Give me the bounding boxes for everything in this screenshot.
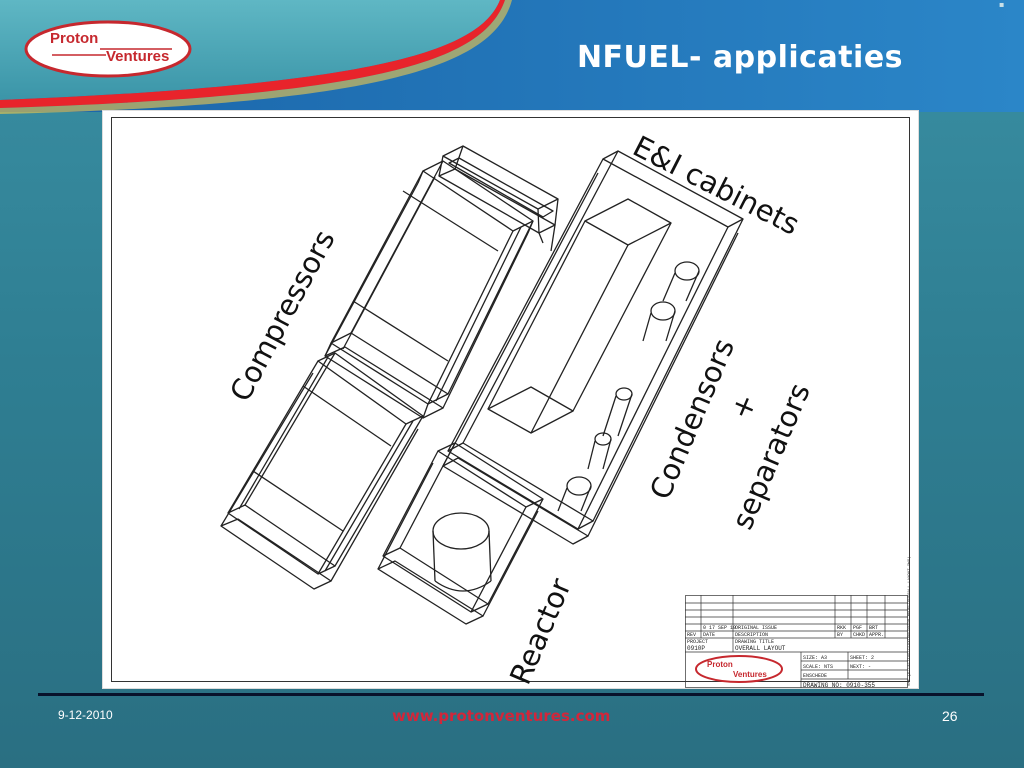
isometric-layout-drawing xyxy=(220,145,744,625)
tb-rev-date: 17 SEP 10 xyxy=(709,625,737,631)
tb-project-label: PROJECT xyxy=(687,639,709,645)
condensor-skid-drawing xyxy=(442,150,744,545)
tb-head-by: BY xyxy=(837,632,844,638)
tb-rev-0: 0 xyxy=(703,625,707,631)
tb-project-value: 0910P xyxy=(687,645,706,652)
tb-sheet: SHEET: 2 xyxy=(850,655,875,661)
title-block-logo-icon: Proton Ventures xyxy=(695,655,783,683)
tb-head-appr: APPR. xyxy=(869,632,885,638)
title-block-logo-proton: Proton xyxy=(707,660,733,669)
layout-drawing: Compressors E&I cabinets Condensors + se… xyxy=(102,110,919,689)
tb-rev-by: RKK xyxy=(837,625,847,631)
drawing-title-block: 0 17 SEP 10 ORIGINAL ISSUE RKK PGF BRT R… xyxy=(685,595,909,689)
tb-rev-desc: ORIGINAL ISSUE xyxy=(735,625,778,631)
corner-marker: ▪ xyxy=(999,0,1005,9)
tb-next: NEXT: - xyxy=(850,664,872,670)
tb-head-date: DATE xyxy=(703,632,716,638)
drawing-side-strip: RKK (F:\ACTIVE\CLAYTON\0910P-NFUEL\OVERA… xyxy=(908,521,917,686)
tb-drawing-title-label: DRAWING TITLE xyxy=(735,639,775,645)
compressor-skid-2-drawing xyxy=(220,352,424,590)
logo-text-ventures: Ventures xyxy=(106,48,170,65)
slide-title: NFUEL- applicaties xyxy=(576,40,904,75)
tb-head-chkd: CHKD xyxy=(853,632,866,638)
logo-ellipse-icon xyxy=(24,20,192,78)
footer-website-link[interactable]: www.protonventures.com xyxy=(392,707,611,725)
logo-text-proton: Proton xyxy=(50,30,99,47)
title-block-logo-ventures: Ventures xyxy=(733,670,767,679)
drawing-border xyxy=(111,117,910,682)
compressor-skid-1-drawing xyxy=(324,160,534,419)
tb-size: SIZE: A3 xyxy=(803,655,828,661)
tb-drawing-title-value: OVERALL LAYOUT xyxy=(735,645,786,652)
proton-ventures-logo: Proton Ventures xyxy=(22,18,194,80)
footer-divider xyxy=(38,693,984,696)
tb-scale: SCALE: NTS xyxy=(803,664,834,670)
reactor-skid-drawing xyxy=(377,442,544,625)
tb-head-desc: DESCRIPTION xyxy=(735,632,769,638)
footer-date: 9-12-2010 xyxy=(58,708,113,722)
tb-rev-appr: BRT xyxy=(869,625,879,631)
footer-page-number: 26 xyxy=(942,708,958,724)
tb-rev-chkd: PGF xyxy=(853,625,863,631)
tb-location: ENSCHEDE xyxy=(803,673,828,679)
tb-head-rev: REV xyxy=(687,632,697,638)
tb-drawing-no: DRAWING NO: 0910-355 xyxy=(803,682,876,689)
drawing-file-path: RKK (F:\ACTIVE\CLAYTON\0910P-NFUEL\OVERA… xyxy=(908,556,912,686)
title-block-grid xyxy=(685,595,908,688)
